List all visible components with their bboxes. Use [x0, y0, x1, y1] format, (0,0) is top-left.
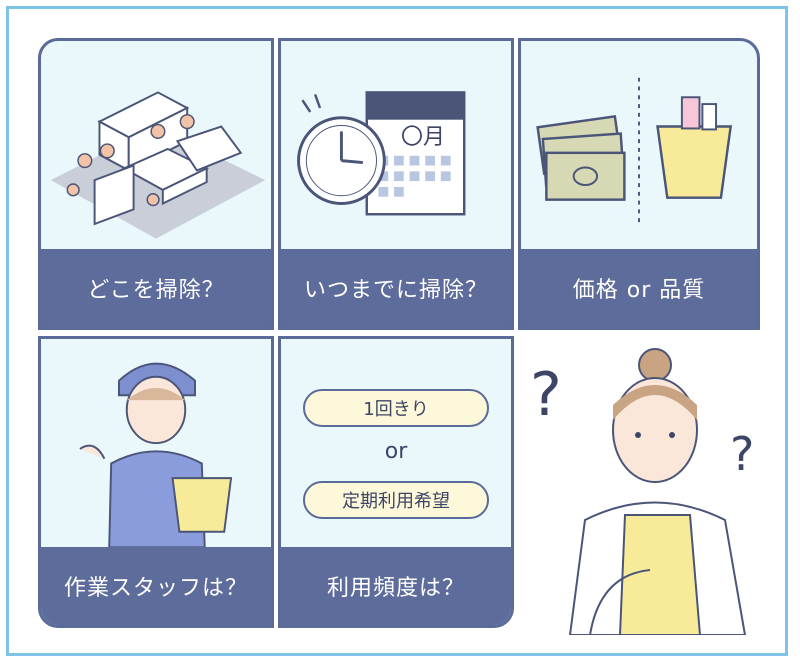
cleaning-staff-icon: [79, 362, 233, 549]
room-furniture-icon: [50, 91, 266, 239]
svg-text:?: ?: [730, 427, 754, 481]
card-price-or-quality: 価格 or 品質: [518, 38, 760, 330]
svg-text:?: ?: [530, 360, 562, 430]
card-label: どこを掃除？: [41, 249, 271, 327]
card-frequency: 1回きり or 定期利用希望 利用頻度は？: [278, 336, 514, 628]
clock-calendar-icon: [297, 91, 466, 216]
card-label: 作業スタッフは？: [41, 547, 271, 625]
card-when-to-clean: 〇月 いつまでに掃除？: [278, 38, 514, 330]
card-label: 価格 or 品質: [521, 249, 757, 327]
money-bucket-icon: [536, 77, 733, 225]
card-label: いつまでに掃除？: [281, 249, 511, 327]
thinking-woman-icon: ? ?: [530, 348, 754, 635]
option-pill-regular: 定期利用希望: [303, 481, 489, 519]
card-label: 利用頻度は？: [281, 547, 511, 625]
calendar-month-text: 〇月: [401, 125, 446, 150]
card-where-to-clean: どこを掃除？: [38, 38, 274, 330]
option-pill-once: 1回きり: [303, 389, 489, 427]
or-text: or: [384, 439, 408, 464]
card-staff: 作業スタッフは？: [38, 336, 274, 628]
